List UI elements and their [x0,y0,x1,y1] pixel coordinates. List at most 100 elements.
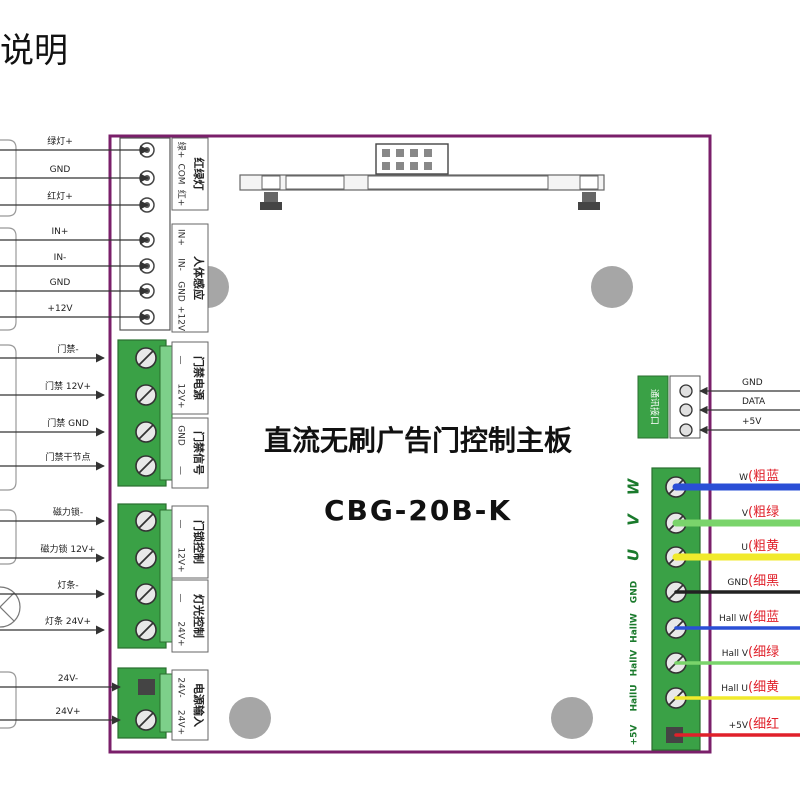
left-terminal-section: 红绿灯绿+COM红+人体感应IN+IN-GND+12V门禁电源—12V+门禁信号… [0,135,209,741]
comm-pin [679,384,693,398]
green-terminal-block-access-edge [159,345,173,481]
motor-pin-label: V [625,513,643,526]
left-wire-label: +12V [47,304,73,314]
pin-label: 24V- [176,677,186,697]
left-wire-label: 磁力锁- [53,506,83,518]
lamp-icon [0,586,21,628]
mounting-hole [591,266,633,308]
left-wire-label: 绿灯+ [47,135,73,147]
pin-label: IN+ [176,229,186,246]
left-wire-label: 门禁 12V+ [45,380,91,392]
comm-connector-label-box [637,375,669,439]
mounting-hole [229,697,271,739]
bracket-power [0,671,17,729]
header-pin [410,162,418,170]
left-wire-label: IN+ [52,227,69,237]
board-title: 直流无刷广告门控制主板 [264,424,572,457]
left-wire-label: 24V- [58,674,78,684]
comm-pin [679,423,693,437]
motor-pin-label: W [625,477,643,495]
left-wire-label: GND [50,165,71,175]
motor-wire-prefix: U [741,543,748,553]
mounting-hole [551,697,593,739]
screw-slot [138,350,154,366]
screw-slot [138,586,154,602]
motor-pin-label: HallV [630,650,640,677]
group-label: 门禁电源 [192,356,206,400]
pin-label: — [176,594,186,603]
left-wire-label: 磁力锁 12V+ [40,543,95,555]
motor-wire-desc: (粗绿 [748,505,779,520]
motor-pin-label: +5V [630,725,640,746]
group-label: 门锁控制 [192,520,206,564]
motor-wire-desc: (粗蓝 [748,469,779,484]
group-label-box [171,137,209,211]
screw-slot [138,458,154,474]
bracket-body-sensor [0,227,17,331]
pin-label: GND [176,281,186,302]
motor-wire-prefix: Hall U [721,684,748,694]
group-label-box [171,417,209,489]
header-pin [382,162,390,170]
group-label-box [171,505,209,579]
right-terminal-section: 通讯接口GNDDATA+5VWVUGNDHallWHallVHallU+5VW(… [625,375,800,751]
header-pin [396,149,404,157]
pin-label: 绿+ [176,142,188,159]
left-wire-label: 门禁 GND [47,417,89,429]
motor-wire-prefix: W [739,473,748,483]
screw-slot [138,513,154,529]
motor-wire-desc: (细蓝 [748,610,779,625]
left-wire-label: 门禁- [57,343,78,355]
top-connector [239,143,605,210]
screw-slot [138,550,154,566]
motor-pin-label: HallU [630,684,640,711]
motor-wire-prefix: Hall W [719,614,748,624]
screw-slot [138,622,154,638]
left-device-brackets [0,139,17,729]
pin-label: 红+ [176,190,188,207]
motor-wire-prefix: +5V [729,721,749,731]
pin-label: COM [176,163,186,184]
pin-label: 12V+ [176,383,186,408]
left-wire-label: 灯条 24V+ [45,615,91,627]
group-label-box [171,669,209,741]
pin-label: 12V+ [176,547,186,572]
pin-label: +12V [176,306,186,332]
group-label: 灯光控制 [192,594,206,638]
header-pin [410,149,418,157]
motor-pin-label: U [625,549,643,561]
left-wire-label: GND [50,278,71,288]
motor-wire-desc: (细绿 [748,645,779,660]
comm-wire-label: DATA [742,397,766,407]
motor-wire-prefix: V [742,509,749,519]
motor-pin-label: HallW [630,613,640,643]
square-pad [138,679,155,695]
bracket-magnetic-lock [0,509,17,565]
group-label-box [171,341,209,415]
comm-pin [679,403,693,417]
pin-label: 24V+ [176,621,186,646]
screw-slot [138,424,154,440]
group-label: 人体感应 [192,256,206,300]
left-wire-label: 灯条- [57,579,78,591]
group-label: 红绿灯 [192,158,206,191]
motor-wire-desc: (粗黄 [748,539,779,554]
pin-label: 24V+ [176,710,186,735]
group-label-box [171,579,209,653]
green-terminal-block-lock-light-edge [159,509,173,643]
board-model: CBG-20B-K [324,494,512,527]
group-label-box [171,223,209,333]
motor-wire-prefix: GND [727,578,748,588]
motor-wire-prefix: Hall V [722,649,749,659]
left-wire-label: 24V+ [55,707,80,717]
comm-wire-label: +5V [742,417,762,427]
screw-slot [138,712,154,728]
left-wire-label: 门禁干节点 [45,451,90,463]
motor-pin-label: GND [630,581,640,603]
header-pin [396,162,404,170]
board-outline [108,134,712,754]
header-pin [424,149,432,157]
group-label: 电源输入 [192,683,206,727]
screw-slot [138,387,154,403]
